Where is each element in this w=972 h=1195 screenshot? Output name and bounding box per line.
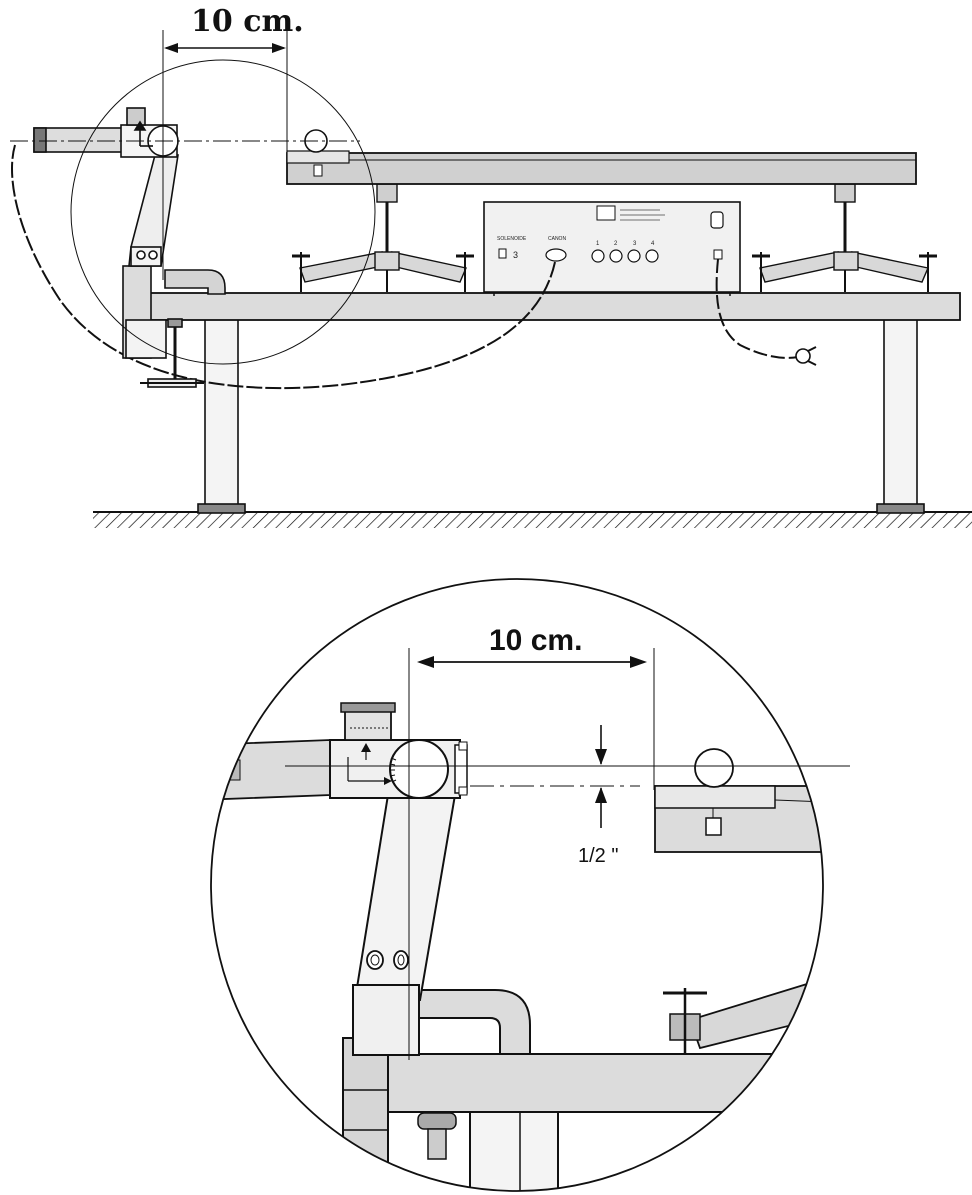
offset-arrows [595, 725, 607, 828]
detail-view: 10 cm. 1/2 " [210, 578, 850, 1192]
top-view: SOLENOIDE CANON 3 1 2 3 4 [10, 4, 972, 528]
dimension-label-top: 10 cm. [191, 4, 304, 39]
offset-label: 1/2 " [578, 845, 618, 867]
control-box: SOLENOIDE CANON 3 1 2 3 4 [483, 201, 741, 296]
power-cord [715, 258, 817, 366]
panel-number-3: 3 [633, 241, 637, 247]
magnifier-circle [70, 59, 376, 365]
detail-circle [210, 578, 824, 1192]
svg-text:3: 3 [513, 250, 518, 260]
panel-number-1: 1 [596, 241, 600, 247]
panel-label-solenoid: SOLENOIDE [497, 236, 527, 242]
plug-icon [795, 348, 811, 364]
panel-label-canon: CANON [548, 236, 566, 242]
dimension-arrow-detail [417, 656, 647, 668]
tripod-left [292, 183, 474, 292]
dimension-arrow-top [164, 43, 286, 53]
panel-number-2: 2 [614, 241, 618, 247]
tripod-right [752, 183, 937, 292]
launcher-assembly [33, 107, 226, 388]
panel-number-4: 4 [651, 241, 655, 247]
rail [286, 150, 917, 185]
table-top [149, 292, 961, 321]
table-legs [197, 317, 925, 514]
dimension-label-detail: 10 cm. [489, 624, 582, 657]
floor [93, 511, 972, 528]
